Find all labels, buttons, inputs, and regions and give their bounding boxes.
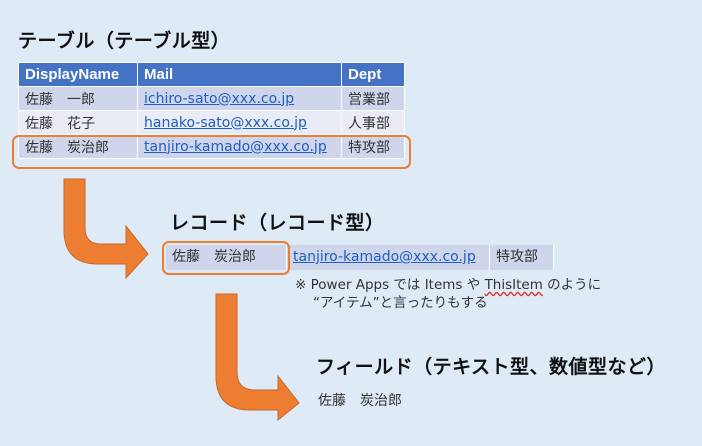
record-row: 佐藤 炭治郎 tanjiro-kamado@xxx.co.jp 特攻部: [166, 245, 554, 270]
record-title: レコード（レコード型）: [170, 212, 385, 234]
cell-dept: 特攻部: [341, 134, 405, 159]
column-header-mail: Mail: [137, 62, 342, 87]
cell-mail: ichiro-sato@xxx.co.jp: [137, 86, 342, 111]
mail-link[interactable]: ichiro-sato@xxx.co.jp: [144, 90, 295, 107]
record-cell-displayname: 佐藤 炭治郎: [166, 245, 287, 270]
note-line2: “アイテム”と言ったりもする: [313, 295, 488, 311]
record-cell-dept: 特攻部: [490, 245, 554, 270]
cell-displayname: 佐藤 一郎: [18, 86, 138, 111]
mail-link[interactable]: tanjiro-kamado@xxx.co.jp: [293, 249, 476, 265]
note-text: ※ Power Apps では Items や ThisItem のように “ア…: [295, 276, 601, 312]
field-value: 佐藤 炭治郎: [318, 393, 402, 409]
note-suffix: のように: [542, 277, 602, 293]
data-table: DisplayName Mail Dept 佐藤 一郎 ichiro-sato@…: [18, 62, 405, 159]
cell-displayname: 佐藤 炭治郎: [18, 134, 138, 159]
mail-link[interactable]: tanjiro-kamado@xxx.co.jp: [144, 138, 327, 155]
row-highlight-box: [12, 135, 411, 169]
note-prefix: ※ Power Apps では Items や: [295, 277, 485, 293]
field-title: フィールド（テキスト型、数値型など）: [316, 356, 667, 378]
note-thisitem: ThisItem: [484, 277, 543, 293]
table-row: 佐藤 一郎 ichiro-sato@xxx.co.jp 営業部: [18, 86, 405, 111]
cell-displayname: 佐藤 花子: [18, 110, 138, 135]
field-highlight-box: [162, 241, 290, 275]
column-header-dept: Dept: [341, 62, 405, 87]
mail-link[interactable]: hanako-sato@xxx.co.jp: [144, 114, 307, 131]
table-title: テーブル（テーブル型）: [18, 30, 231, 52]
table-row: 佐藤 花子 hanako-sato@xxx.co.jp 人事部: [18, 110, 405, 135]
table-header-row: DisplayName Mail Dept: [18, 62, 405, 87]
record-cell-mail: tanjiro-kamado@xxx.co.jp: [287, 245, 490, 270]
cell-mail: hanako-sato@xxx.co.jp: [137, 110, 342, 135]
cell-dept: 人事部: [341, 110, 405, 135]
